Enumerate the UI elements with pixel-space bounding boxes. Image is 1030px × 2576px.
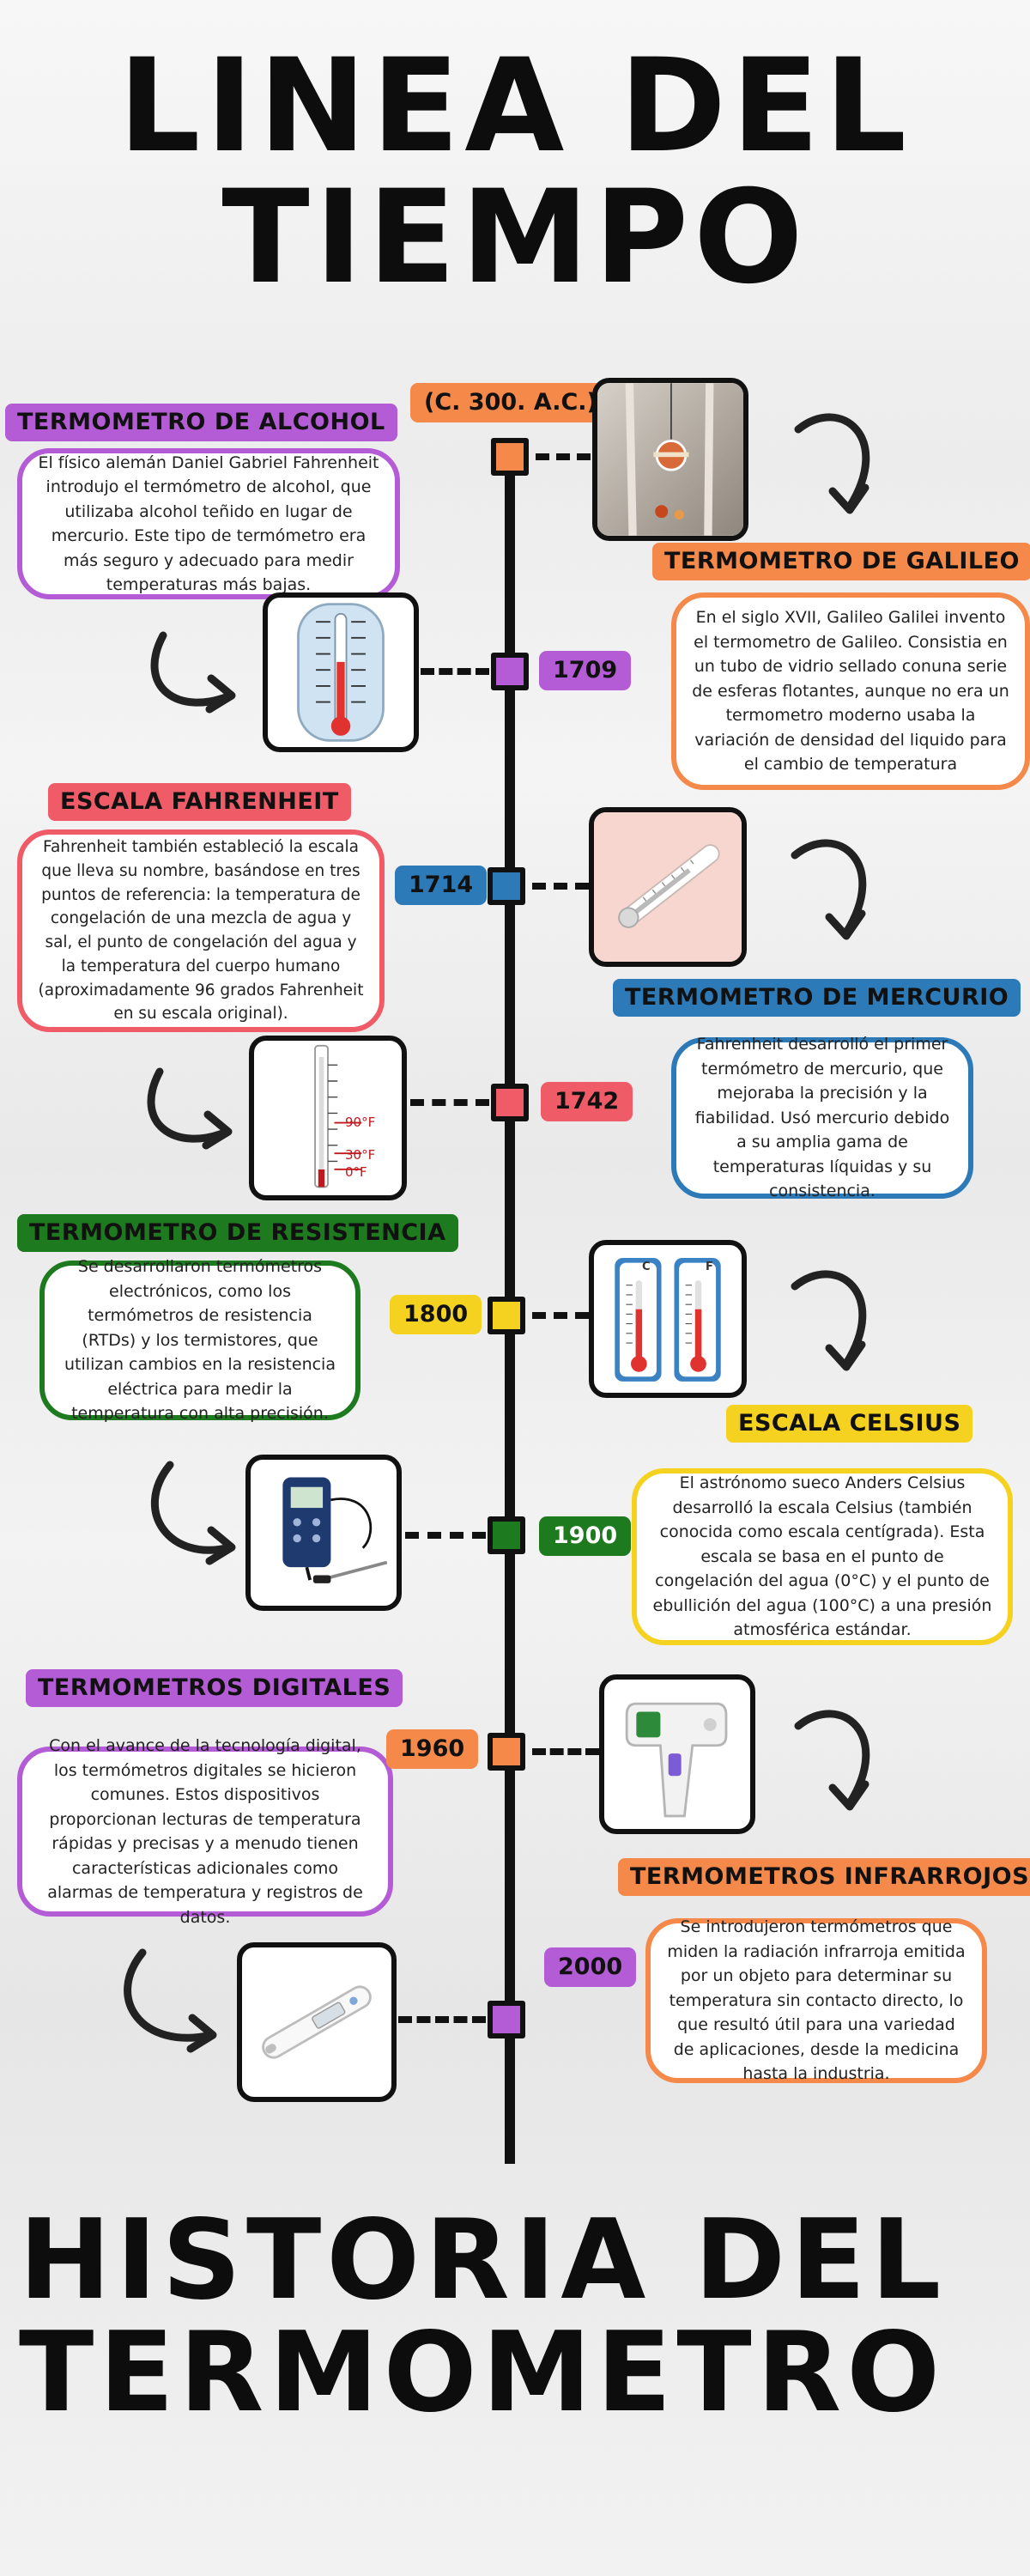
event-title-infrarrojos: TERMOMETROS INFRARROJOS <box>618 1858 1030 1896</box>
digital-stick-thermometer-image-icon <box>262 1985 372 2059</box>
timeline-node-fahrenheit <box>488 867 525 905</box>
image-celsius-fahrenheit-thermometers <box>589 1240 747 1398</box>
event-year-infrarrojos: 2000 <box>544 1947 637 1987</box>
event-title-alcohol: TERMOMETRO DE ALCOHOL <box>5 404 397 441</box>
glass-thermometer-photo-icon <box>594 812 742 962</box>
image-infrared-gun-thermometer <box>599 1674 755 1834</box>
timeline-node-alcohol <box>491 438 529 476</box>
event-description-celsius: El astrónomo sueco Anders Celsius desarr… <box>632 1468 1013 1645</box>
event-description-digitales: Con el avance de la tecnología digital, … <box>17 1736 393 1927</box>
curved-arrow-icon <box>144 618 247 721</box>
event-year-digitales: 1960 <box>386 1729 479 1769</box>
image-digital-stick-thermometer <box>237 1942 397 2102</box>
hanging-thermometer-photo-icon <box>597 383 743 536</box>
footer-title: HISTORIA DEL TERMOMETRO <box>19 2196 947 2437</box>
timeline-node-digitales <box>488 1733 525 1771</box>
scale-label-fahrenheit: F <box>706 1261 713 1273</box>
curved-arrow-icon <box>790 404 884 524</box>
curved-arrow-icon <box>786 829 881 950</box>
event-description-fahrenheit: Fahrenheit también estableció la escala … <box>17 829 385 1032</box>
image-glass-thermometer <box>589 807 747 967</box>
fahrenheit-scale-image-icon <box>314 1044 362 1188</box>
image-probe-thermometer <box>245 1455 402 1611</box>
event-title-galileo: TERMOMETRO DE GALILEO <box>652 543 1030 580</box>
connector-digitales <box>532 1748 599 1755</box>
event-title-fahrenheit: ESCALA FAHRENHEIT <box>48 783 351 821</box>
scale-label-0f: 0°F <box>345 1164 367 1180</box>
curved-arrow-icon <box>786 1261 881 1381</box>
event-year-galileo: 1709 <box>539 651 632 690</box>
connector-resistencia <box>532 1312 589 1319</box>
scale-label-90f: 90°F <box>345 1115 376 1130</box>
event-year-mercurio: 1742 <box>541 1082 633 1121</box>
curved-arrow-icon <box>117 1939 228 2059</box>
timeline-node-galileo <box>491 653 529 690</box>
image-hanging-thermometer <box>592 378 748 541</box>
dial-thermometer-image-icon <box>297 603 385 742</box>
event-description-mercurio: Fahrenheit desarrolló el primer termómet… <box>671 1035 973 1200</box>
page-title: LINEA DEL TIEMPO <box>118 32 912 313</box>
scale-label-30f: 30°F <box>345 1147 376 1163</box>
connector-infrarrojos <box>398 2016 486 2023</box>
event-year-resistencia: 1800 <box>390 1295 482 1334</box>
timeline-node-celsius <box>488 1516 525 1554</box>
event-description-resistencia: Se desarrollaron termómetros electrónico… <box>39 1257 360 1423</box>
event-description-infrarrojos: Se introdujeron termómetros que miden la… <box>645 1917 987 2083</box>
curved-arrow-icon <box>144 1451 247 1571</box>
event-year-celsius: 1900 <box>539 1516 632 1556</box>
timeline-node-infrarrojos <box>488 2001 525 2038</box>
image-fahrenheit-scale <box>249 1036 407 1200</box>
image-dial-thermometer <box>263 592 419 752</box>
timeline-node-resistencia <box>488 1297 525 1334</box>
connector-mercurio <box>410 1099 489 1106</box>
curved-arrow-icon <box>141 1054 244 1157</box>
event-description-galileo: En el siglo XVII, Galileo Galilei invent… <box>671 592 1030 790</box>
connector-celsius <box>405 1532 486 1539</box>
event-title-resistencia: TERMOMETRO DE RESISTENCIA <box>17 1214 458 1252</box>
connector-galileo <box>421 668 489 675</box>
scale-label-celsius: C <box>642 1261 651 1273</box>
timeline-node-mercurio <box>491 1084 529 1121</box>
event-year-fahrenheit: 1714 <box>395 866 488 905</box>
connector-alcohol <box>536 453 591 460</box>
event-title-digitales: TERMOMETROS DIGITALES <box>26 1669 403 1707</box>
infrared-gun-thermometer-image-icon <box>625 1702 728 1818</box>
event-description-alcohol: El físico alemán Daniel Gabriel Fahrenhe… <box>17 448 400 599</box>
event-year-alcohol: (C. 300. A.C.) <box>410 383 611 422</box>
curved-arrow-icon <box>790 1700 884 1820</box>
event-title-mercurio: TERMOMETRO DE MERCURIO <box>613 979 1021 1017</box>
celsius-fahrenheit-thermometers-image-icon <box>615 1257 721 1382</box>
connector-fahrenheit <box>532 883 589 890</box>
probe-thermometer-device-image-icon <box>282 1477 388 1583</box>
event-title-celsius: ESCALA CELSIUS <box>726 1405 973 1443</box>
